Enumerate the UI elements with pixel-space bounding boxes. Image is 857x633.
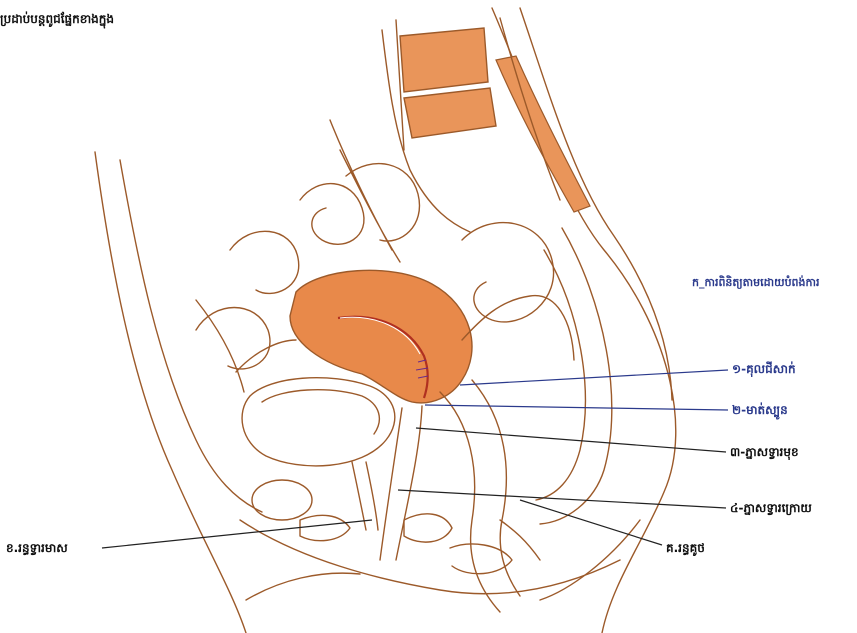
leader-posterior-vaginal-wall	[398, 490, 726, 508]
perineal-muscle-2	[404, 514, 452, 542]
vagina-posterior-wall	[396, 406, 422, 560]
diagram-title: ប្រដាប់បន្តពូជផ្នែកខាងក្នុង	[0, 12, 114, 26]
front-body-outline	[95, 152, 246, 633]
vertebra-upper	[400, 28, 488, 92]
vagina-anterior-wall	[380, 408, 402, 560]
back-body-inner	[520, 8, 672, 400]
perineal-muscle-1	[300, 515, 350, 540]
labia	[246, 573, 360, 600]
peritoneum-back	[462, 296, 574, 360]
pelvic-floor	[240, 520, 620, 594]
leader-cervix	[425, 405, 728, 410]
label-posterior-vaginal-wall: ៤-ភ្នាសទ្វារក្រោយ	[730, 501, 812, 515]
sacrum	[540, 228, 612, 524]
leader-cul-de-sac	[460, 370, 728, 385]
abdominal-wall-inner	[120, 160, 262, 512]
sacrum-inner	[536, 250, 585, 500]
intestine-loop-2	[346, 164, 419, 241]
rectum-front	[440, 392, 500, 612]
label-vaginal-opening: ខ.រន្ធទ្វារមាស	[6, 541, 68, 555]
intestine-loop-3	[230, 231, 299, 293]
label-cervix: ២-មាត់ស្បូន	[732, 403, 788, 417]
intestine-loop-5	[462, 223, 554, 322]
section-heading: ក_ការពិនិត្យតាមដោយបំពង់ការ	[692, 276, 819, 290]
vertebra-lower	[404, 88, 496, 138]
label-anterior-vaginal-wall: ៣-ភ្នាសទ្វារមុខ	[730, 445, 799, 459]
bladder	[242, 378, 395, 466]
abdominal-wall-inner-2	[196, 300, 244, 392]
leader-anterior-vaginal-wall	[416, 428, 726, 452]
uterus	[290, 270, 472, 403]
urethra	[352, 462, 378, 530]
psoas-muscle-band	[496, 56, 590, 212]
intestine-loop-1	[300, 184, 364, 245]
label-anus: គ.រន្ធគូថ	[666, 541, 705, 555]
rectum-back	[472, 380, 520, 596]
pubic-symphysis	[252, 480, 312, 520]
leader-anus	[520, 500, 662, 545]
label-cul-de-sac: ១-គុលជីសាក់	[732, 362, 796, 376]
bladder-wall-inner	[262, 390, 379, 434]
buttock-lower	[540, 520, 640, 600]
leader-vaginal-opening	[102, 520, 372, 548]
